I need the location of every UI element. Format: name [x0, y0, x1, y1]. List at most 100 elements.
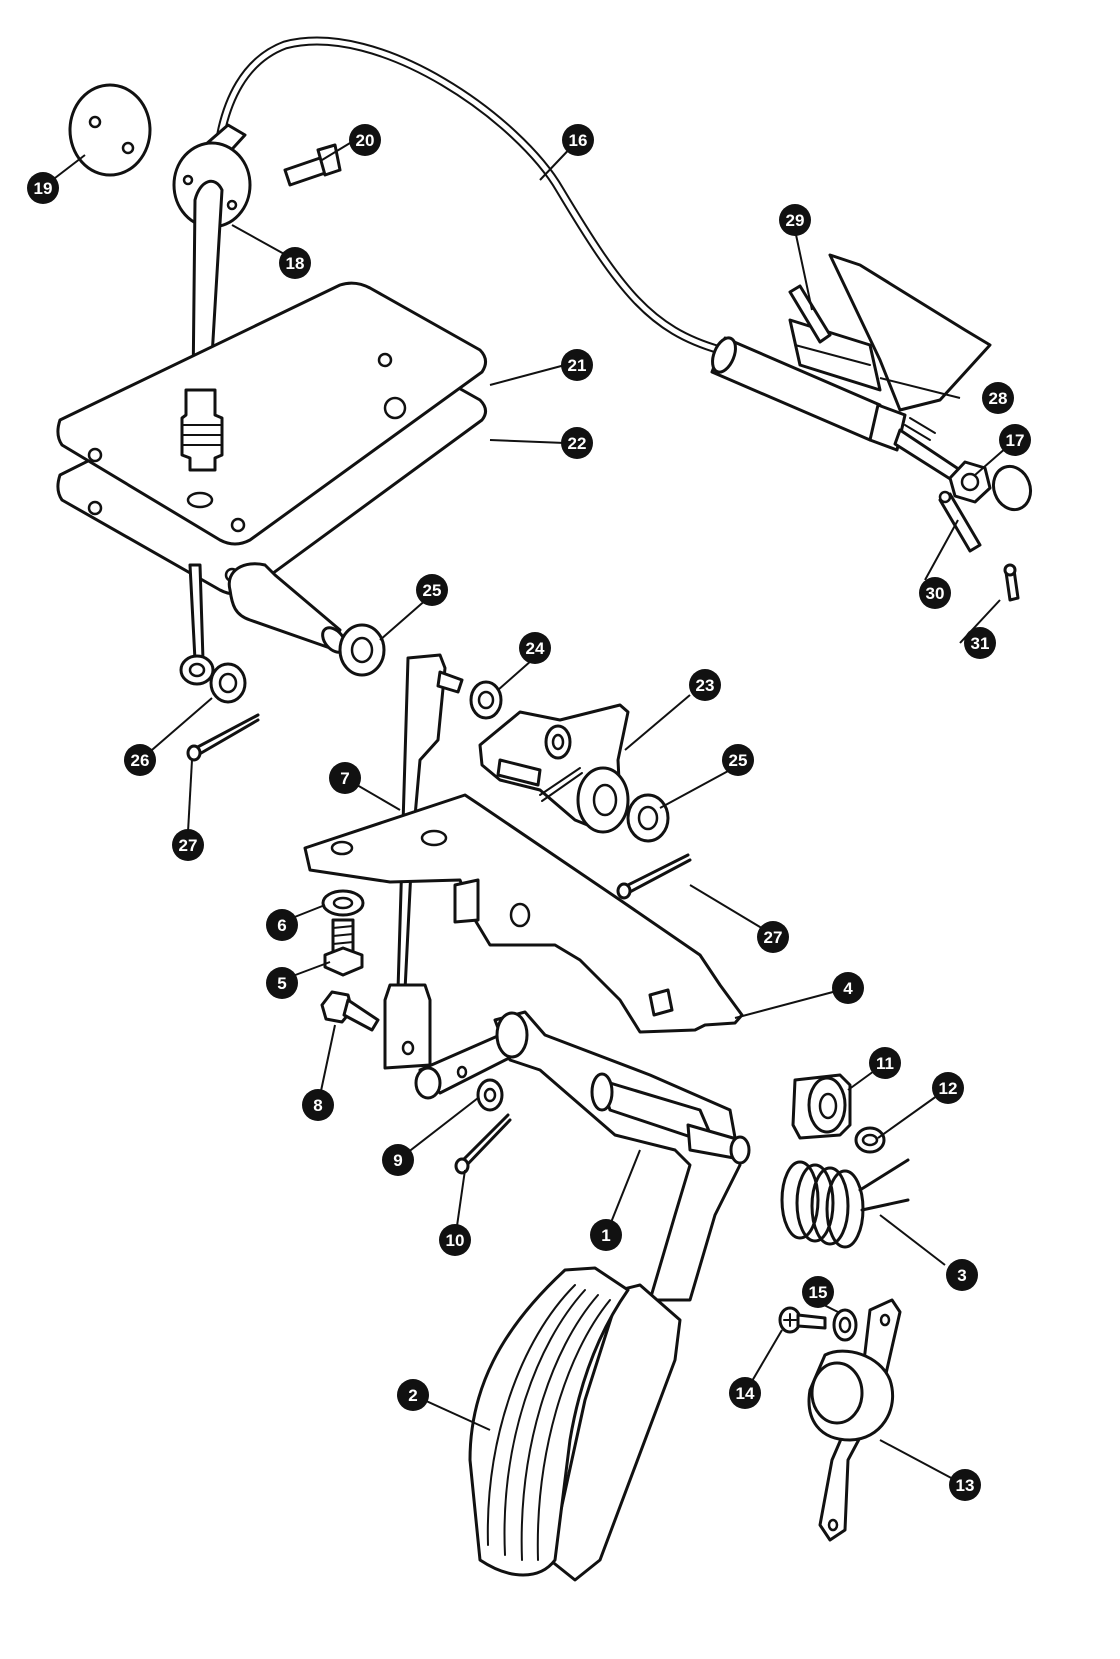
small-screw: [1003, 563, 1020, 602]
upper-plate: [56, 281, 487, 546]
callout-5: 5: [266, 967, 298, 999]
callout-25-lower: 25: [722, 744, 754, 776]
callout-17: 17: [999, 424, 1031, 456]
callout-7: 7: [329, 762, 361, 794]
svg-text:16: 16: [569, 131, 588, 150]
pedal-stop: [807, 1298, 902, 1542]
svg-text:25: 25: [729, 751, 748, 770]
mounting-bracket: [303, 793, 744, 1034]
svg-text:11: 11: [876, 1054, 894, 1073]
callout-13: 13: [949, 1469, 981, 1501]
callout-27-upper: 27: [172, 829, 204, 861]
callout-14: 14: [729, 1377, 761, 1409]
callout-23: 23: [689, 669, 721, 701]
svg-text:7: 7: [340, 769, 349, 788]
callout-16: 16: [562, 124, 594, 156]
callout-24: 24: [519, 632, 551, 664]
cover-disc: [68, 83, 152, 177]
pedal-pad: [468, 1266, 682, 1582]
svg-text:5: 5: [277, 974, 286, 993]
washer-6: [321, 889, 365, 917]
bushing: [791, 1073, 852, 1140]
callout-29: 29: [779, 204, 811, 236]
svg-text:13: 13: [956, 1476, 975, 1495]
cable-bracket: [788, 253, 992, 412]
return-spring: [780, 1158, 910, 1249]
callout-27-lower: 27: [757, 921, 789, 953]
svg-text:28: 28: [989, 389, 1008, 408]
washer-small: [209, 662, 247, 704]
svg-text:25: 25: [423, 581, 442, 600]
callout-31: 31: [964, 627, 996, 659]
cable-flange: [172, 141, 252, 392]
bolt-8: [320, 990, 380, 1032]
bolt-5: [323, 918, 364, 977]
cable-end-fitting: [180, 388, 224, 472]
link-rod: [383, 653, 464, 1070]
washer-24: [469, 680, 503, 720]
callout-4: 4: [832, 972, 864, 1004]
callout-8: 8: [302, 1089, 334, 1121]
callout-9: 9: [382, 1144, 414, 1176]
svg-text:9: 9: [393, 1151, 402, 1170]
callout-20: 20: [349, 124, 381, 156]
svg-text:6: 6: [277, 916, 286, 935]
callout-3: 3: [946, 1259, 978, 1291]
callout-18: 18: [279, 247, 311, 279]
callout-30: 30: [919, 577, 951, 609]
svg-text:20: 20: [356, 131, 375, 150]
callout-22: 22: [561, 427, 593, 459]
svg-text:1: 1: [601, 1226, 610, 1245]
pedal-arm: [414, 1010, 751, 1302]
svg-text:2: 2: [408, 1386, 417, 1405]
callout-2: 2: [397, 1379, 429, 1411]
throttle-cable: [203, 36, 1033, 512]
svg-text:15: 15: [809, 1283, 828, 1302]
callouts: 1 2 3 4 5 6 7 8 9 10 11 12 13 14 15 16 1…: [27, 124, 1031, 1501]
lever-arm: [478, 703, 630, 834]
svg-text:27: 27: [179, 836, 198, 855]
cotter-pin-upper: [186, 713, 260, 762]
callout-28: 28: [982, 382, 1014, 414]
svg-text:4: 4: [843, 979, 853, 998]
washer-lower: [626, 793, 670, 843]
svg-text:23: 23: [696, 676, 715, 695]
callout-25-upper: 25: [416, 574, 448, 606]
washer-9: [476, 1078, 504, 1112]
washer-15: [832, 1308, 858, 1342]
callout-15: 15: [802, 1276, 834, 1308]
screw: [283, 143, 342, 187]
callout-11: 11: [869, 1047, 901, 1079]
svg-text:22: 22: [568, 434, 587, 453]
svg-text:12: 12: [939, 1079, 958, 1098]
callout-6: 6: [266, 909, 298, 941]
svg-text:18: 18: [286, 254, 305, 273]
svg-text:10: 10: [446, 1231, 465, 1250]
svg-text:24: 24: [526, 639, 545, 658]
callout-12: 12: [932, 1072, 964, 1104]
callout-10: 10: [439, 1224, 471, 1256]
svg-text:19: 19: [34, 179, 53, 198]
lock-nut: [948, 460, 992, 504]
svg-text:29: 29: [786, 211, 805, 230]
callout-21: 21: [561, 349, 593, 381]
svg-text:17: 17: [1006, 431, 1025, 450]
cotter-pin-10: [454, 1113, 512, 1175]
pivot-shaft: [227, 562, 347, 654]
svg-text:26: 26: [131, 751, 150, 770]
clevis-pin: [938, 490, 982, 553]
svg-text:30: 30: [926, 584, 945, 603]
retaining-ring: [854, 1126, 886, 1154]
svg-text:27: 27: [764, 928, 783, 947]
svg-text:8: 8: [313, 1096, 322, 1115]
bracket-pin: [788, 284, 832, 344]
cable-rod: [179, 563, 215, 686]
svg-text:21: 21: [568, 356, 587, 375]
callout-26: 26: [124, 744, 156, 776]
cotter-pin-lower: [616, 853, 692, 900]
screw-14: [778, 1306, 827, 1334]
svg-text:3: 3: [957, 1266, 966, 1285]
washer-upper: [338, 623, 386, 677]
callout-19: 19: [27, 172, 59, 204]
